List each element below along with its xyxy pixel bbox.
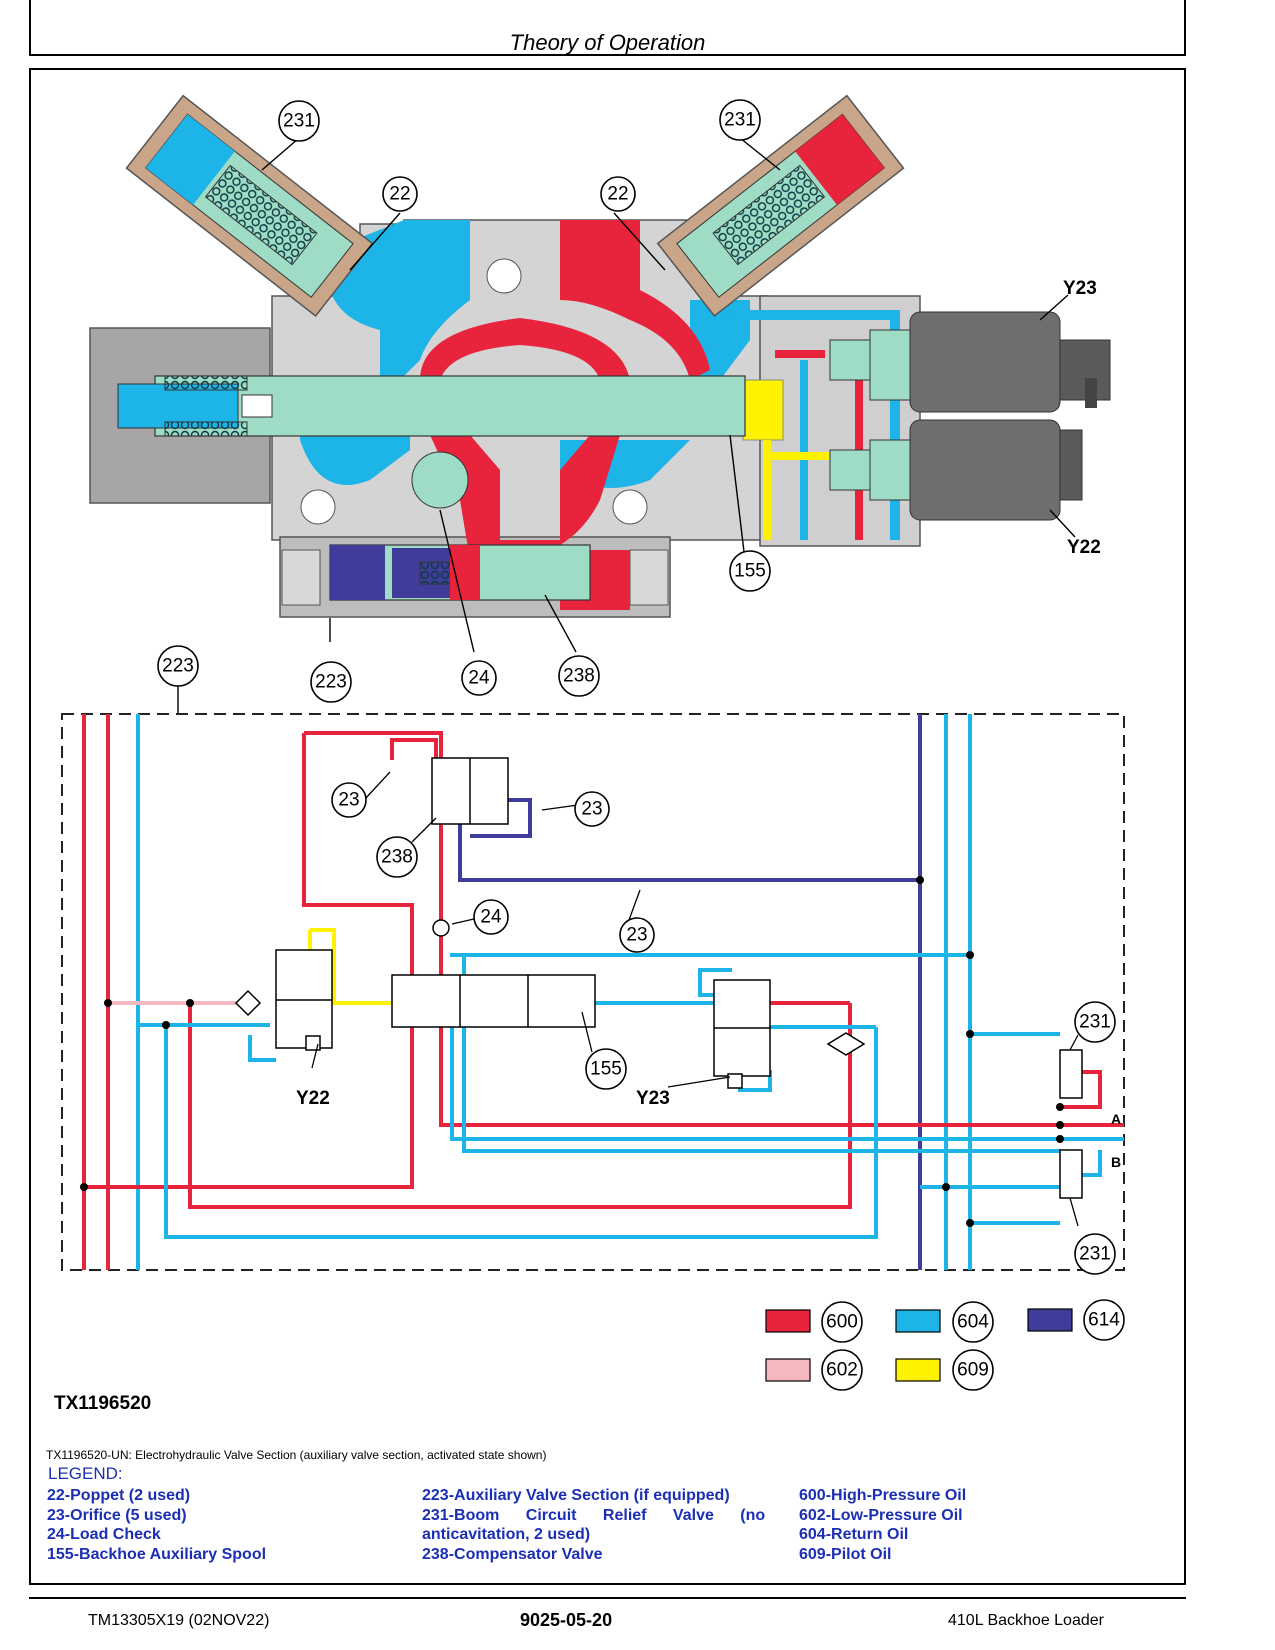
body-hole-top [486,258,522,294]
header-box: Theory of Operation [29,0,1186,56]
callout-24-schematic: 24 [473,899,509,935]
svg-text:609: 609 [957,1360,989,1381]
callout-238-schematic: 238 [376,836,418,878]
callout-23-b: 23 [574,791,610,827]
swatch-604: 604 [895,1301,994,1343]
callout-24-cutaway: 24 [461,660,497,696]
legend-item: 22-Poppet (2 used) [47,1487,191,1504]
svg-text:231: 231 [283,111,315,132]
svg-text:155: 155 [734,561,766,582]
legend-item: 231-Boom Circuit Relief Valve (no [422,1506,766,1524]
legend-item: 24-Load Check [47,1526,161,1543]
svg-text:22: 22 [607,184,628,205]
legend-item: 223-Auxiliary Valve Section (if equipped… [422,1487,730,1504]
footer-product: 410L Backhoe Loader [948,1612,1104,1629]
filter-right [826,1032,866,1056]
figure-frame [29,68,1186,1585]
callout-22-right: 22 [600,176,636,212]
svg-text:24: 24 [468,668,490,689]
return-passage-left [330,220,470,380]
svg-text:22: 22 [389,184,410,205]
compensator-valve-symbol [431,757,509,825]
hydraulic-schematic [61,713,1125,1271]
figure-id: TX1196520 [54,1393,152,1414]
section-title: Theory of Operation [509,30,706,55]
svg-text:602: 602 [826,1360,858,1381]
svg-text:23: 23 [581,799,602,820]
svg-text:231: 231 [1079,1244,1111,1265]
legend-item: 604-Return Oil [799,1526,909,1543]
label-y22-schematic: Y22 [296,1088,330,1109]
solenoid-y22 [909,419,1083,521]
legend-column-3: 600-High-Pressure Oil 602-Low-Pressure O… [799,1486,966,1564]
color-key: 600 604 614 602 609 [765,1299,1125,1391]
callout-231-top-left: 231 [278,100,320,142]
legend-item: 600-High-Pressure Oil [799,1487,967,1504]
label-y23-cutaway: Y23 [1063,278,1097,299]
callout-231-relief-a: 231 [1074,1001,1116,1043]
legend-item: 602-Low-Pressure Oil [799,1506,963,1524]
svg-text:231: 231 [1079,1012,1111,1033]
legend-item: 609-Pilot Oil [799,1545,892,1563]
label-y23-schematic: Y23 [636,1088,670,1109]
svg-text:600: 600 [826,1312,858,1333]
svg-text:614: 614 [1088,1310,1120,1331]
swatch-614: 614 [1027,1299,1125,1341]
svg-text:23: 23 [338,790,359,811]
callout-23-c: 23 [619,917,655,953]
svg-text:155: 155 [590,1059,622,1080]
footer-doc-id: TM13305X19 (02NOV22) [88,1612,270,1629]
callout-238-cutaway: 238 [558,655,600,697]
legend-column-2: 223-Auxiliary Valve Section (if equipped… [422,1486,782,1564]
callout-22-left: 22 [382,176,418,212]
svg-text:231: 231 [724,110,756,131]
load-check-ball [411,451,469,509]
svg-text:238: 238 [563,666,595,687]
port-b-label: B [1111,1154,1121,1170]
callout-155-cutaway: 155 [729,550,771,592]
legend-column-1: 22-Poppet (2 used) 23-Orifice (5 used) 2… [47,1486,266,1564]
callout-223-cutaway: 223 [310,661,352,703]
legend-item: 23-Orifice (5 used) [47,1506,187,1524]
pilot-chamber [742,379,784,441]
footer-page-number: 9025-05-20 [520,1610,613,1630]
svg-text:223: 223 [315,672,347,693]
port-a-label: A [1111,1111,1121,1127]
svg-text:24: 24 [480,907,502,928]
footer-rule [29,1597,1186,1599]
callout-155-schematic: 155 [585,1048,627,1090]
y22-valve-symbol [275,949,333,1051]
callout-23-a: 23 [331,782,367,818]
svg-text:238: 238 [381,847,413,868]
callout-223-schematic: 223 [157,645,199,687]
svg-text:604: 604 [957,1312,989,1333]
svg-text:223: 223 [162,656,194,677]
auxiliary-section-boundary [61,713,1125,1271]
spool-end-cap [117,383,239,429]
callout-231-top-right: 231 [719,99,761,141]
load-check-symbol [432,919,450,937]
spool-valve-symbol [391,974,596,1028]
y23-valve-symbol [713,979,771,1089]
relief-valve-symbols [1059,1049,1083,1199]
relief-valve-right [656,94,905,317]
legend-item: 155-Backhoe Auxiliary Spool [47,1545,267,1563]
cutaway-view [89,94,1111,714]
swatch-600: 600 [765,1301,863,1343]
legend-title: LEGEND: [48,1464,123,1483]
swatch-609: 609 [895,1349,994,1391]
legend-item: 238-Compensator Valve [422,1545,603,1563]
relief-valve-left [125,94,374,317]
filter-left [234,989,262,1017]
svg-text:23: 23 [626,925,647,946]
swatch-602: 602 [765,1349,863,1391]
label-y22-cutaway: Y22 [1067,537,1101,558]
solenoid-y23 [909,311,1111,413]
callout-231-relief-b: 231 [1074,1233,1116,1275]
legend-item: anticavitation, 2 used) [422,1526,591,1543]
figure-caption: TX1196520-UN: Electrohydraulic Valve Sec… [46,1448,547,1462]
callouts: 231 231 22 22 155 223 24 238 223 23 238 … [157,99,1121,1275]
pressure-passage-right [560,220,710,380]
